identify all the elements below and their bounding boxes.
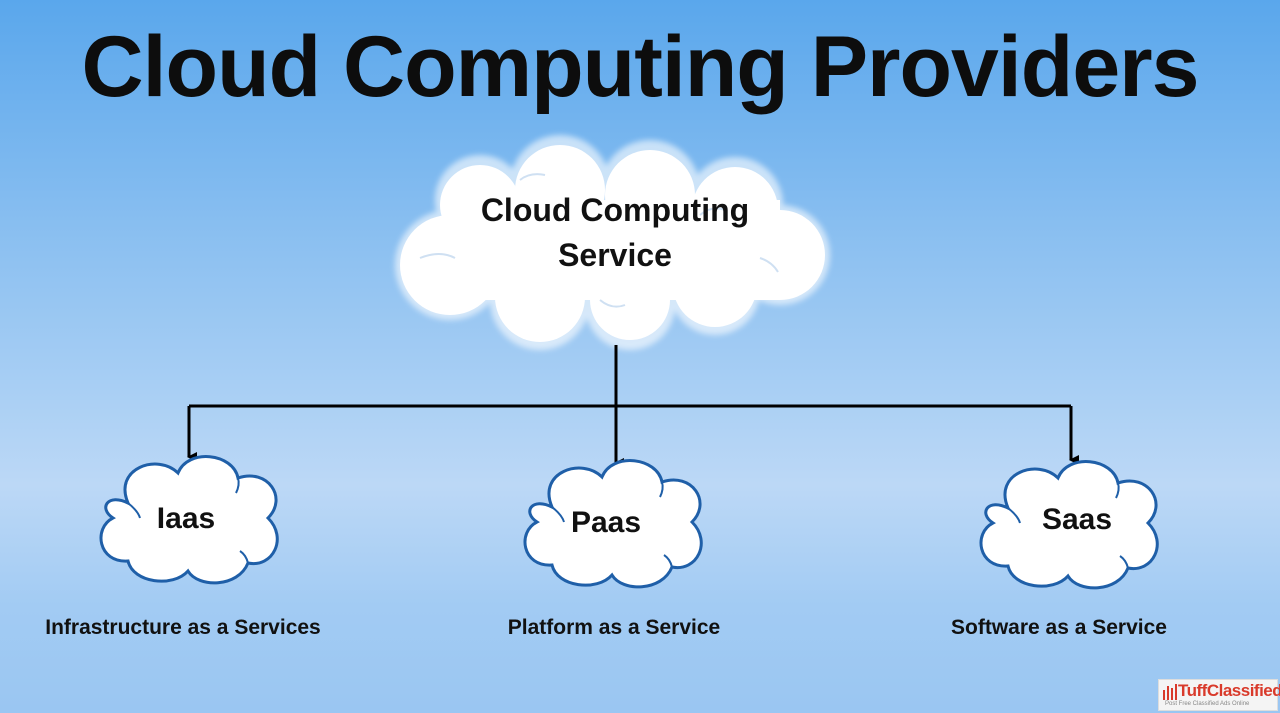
caption-iaas: Infrastructure as a Services bbox=[45, 616, 321, 639]
watermark-tagline: Post Free Classified Ads Online bbox=[1165, 701, 1250, 707]
caption-paas: Platform as a Service bbox=[507, 616, 721, 639]
watermark-brand: TuffClassified bbox=[1178, 681, 1280, 700]
root-cloud-shape bbox=[395, 135, 830, 350]
root-cloud-line-1: Cloud Computing bbox=[480, 192, 750, 228]
cloud-saas-shape bbox=[979, 460, 1159, 590]
bar-chart-icon bbox=[1163, 684, 1177, 700]
cloud-paas-label: Paas bbox=[570, 506, 642, 539]
cloud-iaas-label: Iaas bbox=[156, 502, 216, 535]
cloud-paas-shape bbox=[523, 459, 703, 589]
diagram-title: Cloud Computing Providers bbox=[81, 19, 1200, 115]
cloud-iaas-shape bbox=[99, 455, 279, 585]
root-cloud-line-2: Service bbox=[558, 237, 672, 273]
cloud-saas-label: Saas bbox=[1041, 503, 1113, 536]
root-cloud-label: Cloud Computing Service bbox=[440, 188, 790, 278]
caption-saas: Software as a Service bbox=[951, 616, 1167, 639]
connector-lines bbox=[187, 345, 1079, 468]
watermark-logo: TuffClassified Post Free Classified Ads … bbox=[1158, 679, 1280, 711]
